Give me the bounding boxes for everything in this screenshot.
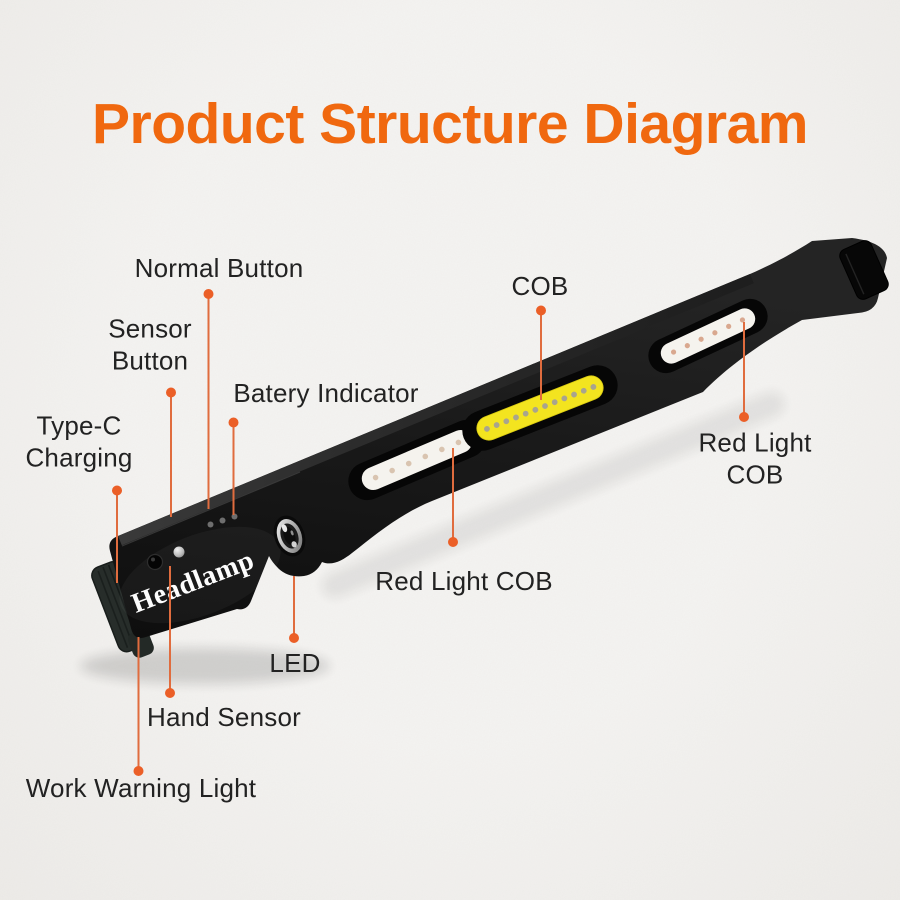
leader-dots <box>112 289 749 776</box>
red-cob-right-leds <box>670 317 746 355</box>
leader-dot-sensor-button <box>166 387 176 398</box>
leader-dot-red-cob-right <box>739 412 749 422</box>
label-normal-button: Normal Button <box>134 253 304 284</box>
strap-buckle <box>839 240 889 300</box>
label-red-light-cob-right: Red Light COB <box>698 427 812 489</box>
label-type-c-charging: Type-C Charging <box>25 410 133 472</box>
leader-lines <box>116 296 745 769</box>
hand-sensor-dome <box>173 546 185 558</box>
leader-dot-normal-button <box>203 289 214 299</box>
cob-yellow-leds <box>484 384 597 432</box>
red-cob-middle-leds <box>372 439 462 481</box>
head-sheen <box>119 526 281 624</box>
label-cob: COB <box>511 271 569 302</box>
cob-strip-yellow <box>462 365 618 451</box>
label-led: LED <box>269 648 321 679</box>
head-ridge-highlight <box>121 471 301 547</box>
leader-dot-type-c <box>112 485 122 496</box>
leader-dot-work-warning <box>133 766 144 776</box>
label-red-light-cob-middle: Red Light COB <box>375 566 553 597</box>
label-sensor-button: Sensor Button <box>108 313 192 375</box>
led-lens <box>273 515 306 557</box>
leader-dot-hand-sensor <box>165 688 175 698</box>
leader-dot-battery-indicator <box>228 417 239 428</box>
label-hand-sensor: Hand Sensor <box>147 702 301 733</box>
product-shadow <box>80 391 786 684</box>
red-cob-strip-right <box>648 298 768 374</box>
leader-dot-red-cob-middle <box>448 537 458 547</box>
page-title: Product Structure Diagram <box>92 92 808 156</box>
label-battery-indicator: Batery Indicator <box>233 378 419 409</box>
label-work-warning-light: Work Warning Light <box>25 773 257 804</box>
leader-dot-led <box>289 633 299 643</box>
red-cob-strip-middle <box>348 419 486 501</box>
body-top-bevel <box>118 274 754 546</box>
normal-button-glint <box>151 557 155 562</box>
normal-button-control <box>146 553 164 571</box>
leader-dot-cob <box>536 305 546 316</box>
